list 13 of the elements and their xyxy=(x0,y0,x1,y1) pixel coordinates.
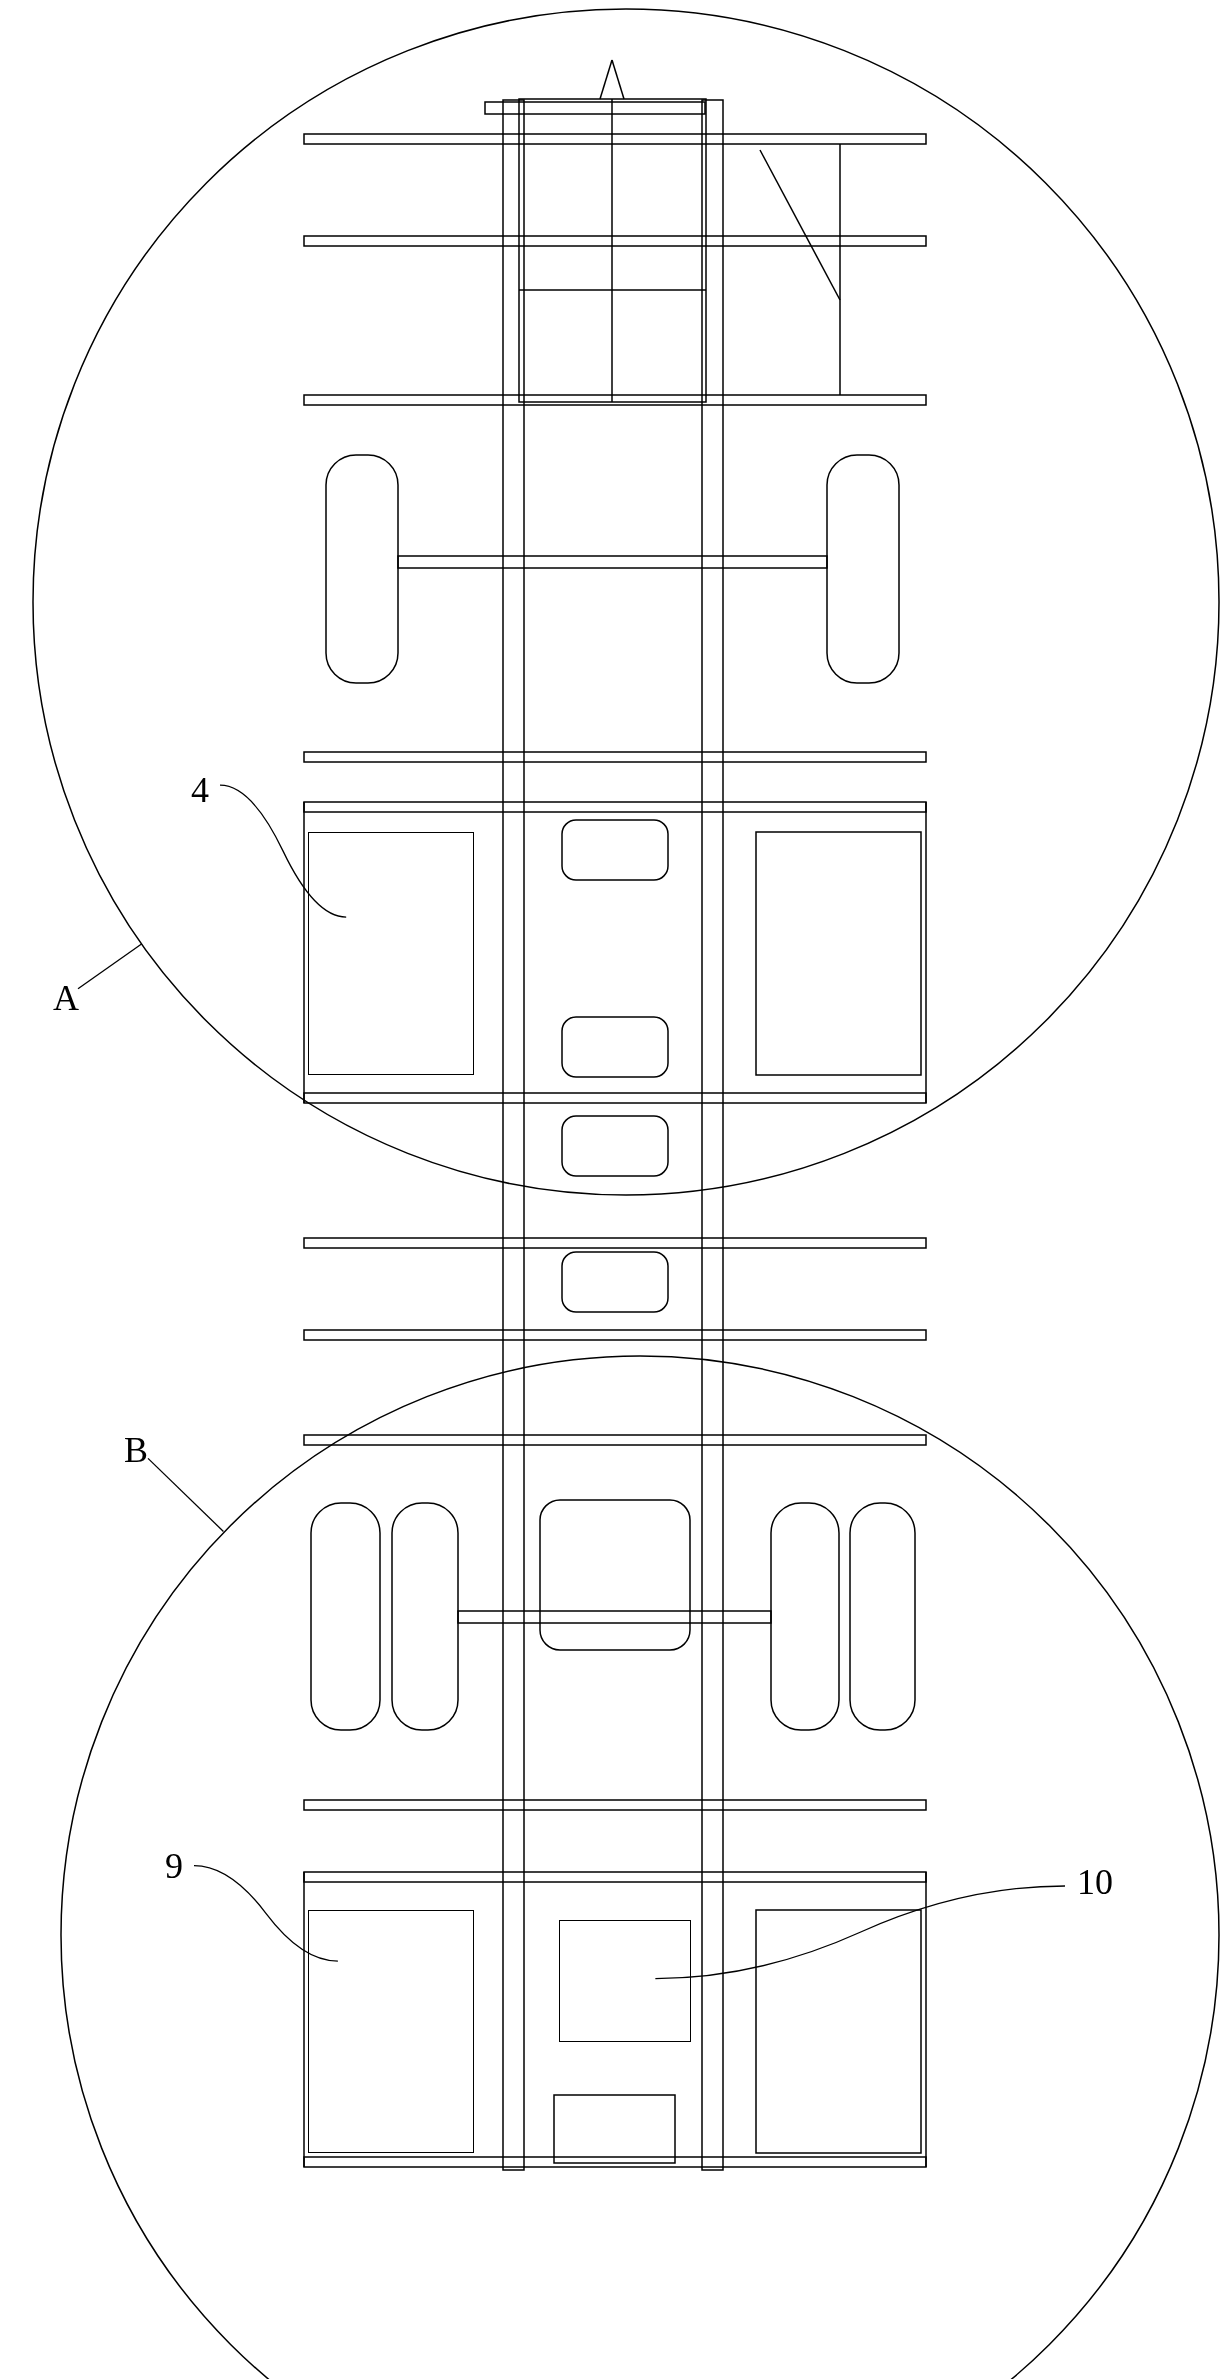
part-block xyxy=(559,1920,691,2042)
leader-line xyxy=(77,943,143,990)
leader-line xyxy=(654,1885,1066,1980)
part-block xyxy=(308,832,474,1075)
callout-label: A xyxy=(46,980,86,1024)
callout-label: B xyxy=(116,1432,156,1476)
callout-label: 4 xyxy=(180,772,220,816)
leader-line xyxy=(219,784,347,918)
leader-line xyxy=(147,1457,225,1533)
callout-label: 9 xyxy=(154,1848,194,1892)
leader-line xyxy=(193,1864,339,1962)
callout-label: 10 xyxy=(1065,1864,1125,1908)
part-block xyxy=(308,1910,474,2153)
